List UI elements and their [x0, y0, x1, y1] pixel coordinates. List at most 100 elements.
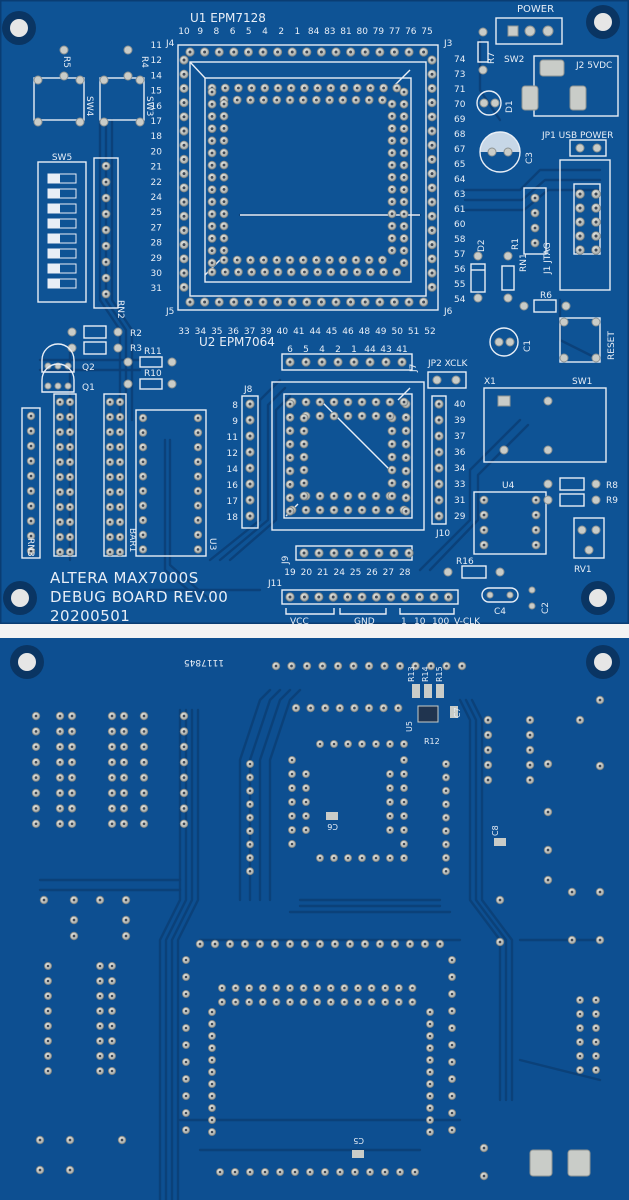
pad-drill-hole [110, 822, 114, 826]
pad-drill-hole [68, 415, 72, 419]
pad-drill-hole [302, 986, 305, 990]
pad-drill-hole [248, 776, 252, 779]
pad-drill-hole [411, 986, 414, 990]
dip-switch-actuator [48, 219, 60, 228]
pin-number: 70 [454, 100, 466, 110]
pad-drill-hole [318, 414, 322, 418]
pad-drill-hole [290, 50, 294, 54]
pad-drill-hole [110, 1054, 114, 1058]
pad-drill-hole [68, 460, 72, 464]
r5-ref: R5 [61, 56, 71, 68]
pad-drill-hole [430, 172, 434, 176]
pad-drill-hole [182, 791, 186, 795]
pad-drill-hole [34, 791, 38, 795]
pin-number: 63 [454, 190, 465, 200]
pin-number: 37 [244, 327, 255, 337]
pad-drill-hole [110, 776, 114, 779]
dip-switch-actuator [48, 189, 60, 198]
pin-number: 6 [287, 345, 293, 355]
pad-drill-hole [316, 270, 319, 274]
r10-ref: R10 [144, 369, 162, 379]
pad-drill-hole [108, 460, 112, 464]
pad-drill-hole [346, 494, 350, 498]
pad-drill-hole [302, 416, 306, 420]
pad-drill-hole [482, 528, 486, 532]
pad-drill-hole [46, 1039, 50, 1043]
pad-drill-hole [383, 1000, 387, 1004]
pad-drill-hole [402, 139, 406, 143]
pin-number: 34 [454, 464, 466, 474]
pad-drill-hole [98, 1024, 102, 1028]
r1-ref: R1 [511, 238, 521, 250]
pad-drill-hole [182, 243, 186, 247]
pad-drill-hole [594, 192, 598, 196]
pad-drill-hole [486, 748, 490, 752]
pad-drill-hole [414, 664, 417, 668]
pad-drill-hole [141, 518, 145, 522]
pin-number: 54 [454, 295, 466, 305]
pad-drill-hole [118, 490, 122, 494]
pad-drill-hole [104, 276, 108, 280]
pad-drill-hole [598, 938, 602, 942]
pad-drill-hole [486, 763, 490, 767]
pad-drill-hole [302, 481, 306, 485]
pad-drill-hole [142, 760, 146, 764]
pad-drill-hole [220, 986, 224, 990]
pad-drill-hole [249, 258, 252, 262]
pad-drill-hole [110, 994, 114, 998]
pad-drill-hole [182, 86, 186, 90]
pad-drill-hole [108, 490, 112, 494]
pad-drill-hole [328, 258, 331, 262]
pad-drill-hole [430, 257, 434, 261]
pad-drill-hole [58, 445, 62, 449]
pad-drill-hole [210, 115, 214, 118]
pad-drill-hole [70, 745, 74, 749]
pad-drill-hole [302, 1000, 305, 1004]
pad-drill-hole [182, 714, 186, 718]
pad-drill-hole [46, 1054, 50, 1058]
pad-drill-hole [122, 730, 126, 733]
pin-number: 56 [454, 265, 466, 275]
pad-drill-hole [437, 466, 441, 470]
r6-ref: R6 [540, 291, 552, 301]
pad-drill-hole [450, 1111, 454, 1115]
pin-number: 11 [227, 433, 238, 443]
pad-drill-hole [184, 992, 188, 996]
pad-drill-hole [390, 442, 394, 446]
pad-drill-hole [570, 938, 574, 942]
pad-drill-hole [58, 791, 62, 795]
pad-drill-hole [184, 1094, 188, 1098]
pad-drill-hole [430, 86, 434, 90]
x1-oscillator: X1 [483, 377, 607, 463]
pad-drill-hole [404, 456, 408, 459]
pin-number: 61 [454, 205, 465, 215]
pad-drill-hole [58, 535, 62, 539]
pad-drill-hole [309, 706, 312, 710]
r8-r9: R8 R9 [543, 477, 618, 507]
pad-drill-hole [58, 807, 62, 810]
pad-drill-hole [248, 829, 252, 833]
pad-drill-hole [110, 1039, 114, 1043]
pad-drill-hole [182, 776, 186, 779]
pad-drill-hole [110, 730, 114, 733]
pad-drill-hole [98, 1069, 102, 1073]
pad-drill-hole [594, 1026, 598, 1030]
pad-drill-hole [318, 856, 322, 860]
pad-drill-hole [315, 98, 318, 102]
pad-drill-hole [110, 807, 114, 810]
pin-number: 50 [391, 327, 403, 337]
pad-drill-hole [360, 414, 364, 418]
pin-number: 41 [293, 327, 304, 337]
pad-drill-hole [594, 206, 598, 210]
pad-drill-hole [304, 400, 308, 404]
pad-drill-hole [182, 129, 186, 133]
pad-drill-hole [422, 300, 426, 304]
pad-drill-hole [289, 270, 293, 274]
pad-drill-hole [104, 244, 108, 248]
pad-drill-hole [445, 664, 448, 668]
pad-drill-hole [333, 942, 337, 946]
pin-number: 40 [277, 327, 289, 337]
pad-drill-hole [288, 416, 292, 419]
